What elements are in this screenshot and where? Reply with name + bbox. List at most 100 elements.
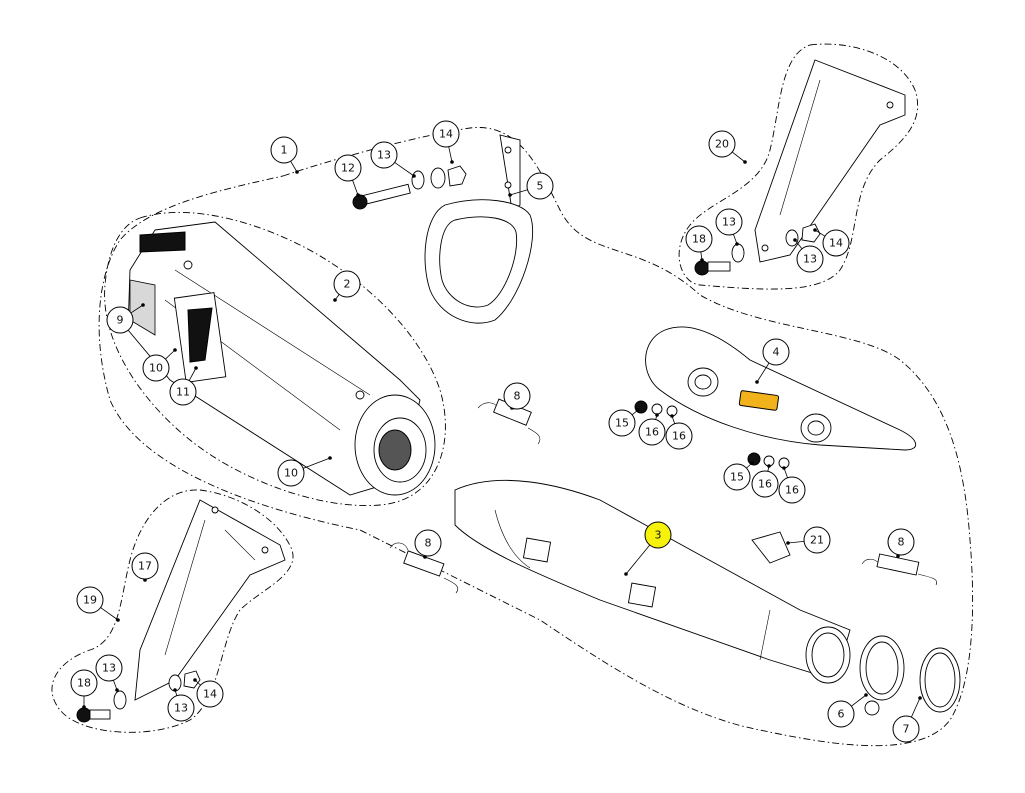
leader-dot-7 [918, 696, 922, 700]
leader-dot-10 [173, 348, 177, 352]
leader-line-7 [910, 697, 921, 718]
callout-number: 5 [537, 180, 544, 193]
callout-number: 13 [102, 662, 116, 675]
callout-number: 8 [898, 536, 905, 549]
callout-circle [638, 418, 666, 446]
callout-circle [142, 354, 170, 382]
clamp-7 [919, 647, 961, 713]
callout-number: 16 [785, 484, 799, 497]
link-pipe [454, 480, 851, 684]
callout-circle [196, 680, 224, 708]
callout-20: 20 [708, 130, 736, 158]
callout-number: 4 [773, 346, 780, 359]
leader-dot-1 [295, 170, 299, 174]
callout-8: 8 [414, 529, 442, 557]
callout-number: 14 [439, 128, 453, 141]
callout-number: 10 [284, 467, 298, 480]
leader-line-21 [787, 540, 805, 544]
callout-4: 4 [762, 338, 790, 366]
callout-circle [333, 270, 361, 298]
leader-dot-13 [173, 688, 177, 692]
callout-circle [892, 715, 920, 743]
callout-number: 10 [149, 362, 163, 375]
leader-dot-16 [767, 464, 771, 468]
leader-dot-6 [864, 693, 868, 697]
callout-number: 19 [83, 594, 97, 607]
callout-circle [131, 552, 159, 580]
callout-number: 9 [117, 314, 124, 327]
leader-line-3 [625, 544, 651, 575]
callout-circle [665, 422, 693, 450]
leader-dot-16 [670, 414, 674, 418]
callout-13: 13 [167, 694, 195, 722]
leader-line-10 [302, 457, 331, 469]
callout-12: 12 [334, 154, 362, 182]
leader-line-6 [851, 694, 867, 707]
leader-dot-13 [735, 242, 739, 246]
leader-dot-18 [700, 258, 704, 262]
callout-number: 1 [281, 144, 288, 157]
leader-dot-21 [786, 541, 790, 545]
callout-number: 18 [77, 677, 91, 690]
callout-18: 18 [685, 225, 713, 253]
clamp-6 [859, 635, 905, 716]
callout-circle [334, 154, 362, 182]
leader-line-14 [448, 146, 453, 163]
callout-8: 8 [887, 528, 915, 556]
leader-dot-10 [328, 456, 332, 460]
callout-13: 13 [95, 654, 123, 682]
leader-dot-16 [655, 413, 659, 417]
leader-dot-13 [115, 688, 119, 692]
leader-line-10 [165, 349, 176, 360]
callout-16: 16 [778, 476, 806, 504]
leader-dot-14 [813, 228, 817, 232]
callout-circle [608, 409, 636, 437]
callout-circle [644, 521, 672, 549]
leader-dot-14 [193, 678, 197, 682]
leader-line-4 [756, 362, 770, 383]
bracket-left [134, 499, 286, 701]
callout-number: 16 [672, 430, 686, 443]
callout-13: 13 [715, 208, 743, 236]
callout-number: 13 [377, 149, 391, 162]
callout-8: 8 [503, 382, 531, 410]
leader-dot-16 [782, 466, 786, 470]
leader-line-11 [188, 367, 197, 381]
callout-number: 20 [715, 138, 729, 151]
callout-21: 21 [803, 526, 831, 554]
clip [751, 531, 791, 564]
callout-circle [685, 225, 713, 253]
callout-circle [277, 459, 305, 487]
leader-dot-3 [624, 572, 628, 576]
heat-shield [645, 326, 917, 451]
callout-number: 3 [655, 529, 662, 542]
bolt-assembly-top [352, 165, 467, 210]
callout-number: 17 [138, 560, 152, 573]
callout-6: 6 [827, 700, 855, 728]
callout-number: 14 [829, 237, 843, 250]
callout-circle [526, 172, 554, 200]
leader-dot-15 [750, 461, 754, 465]
callout-number: 21 [810, 534, 824, 547]
leader-dot-13 [412, 174, 416, 178]
callout-circle [70, 669, 98, 697]
callout-3: 3 [644, 521, 672, 549]
callout-10: 10 [142, 354, 170, 382]
leader-line-1 [290, 160, 298, 173]
callout-9: 9 [106, 306, 134, 334]
callout-circle [106, 306, 134, 334]
leader-line-12 [352, 180, 359, 196]
callout-circle [887, 528, 915, 556]
callout-circle [503, 382, 531, 410]
leader-dot-15 [636, 408, 640, 412]
outlet-mesh [378, 429, 412, 471]
callout-17: 17 [131, 552, 159, 580]
spring-mid-left [389, 542, 459, 594]
callout-circle [803, 526, 831, 554]
callout-16: 16 [751, 470, 779, 498]
callout-circle [432, 120, 460, 148]
group-outline-main [98, 127, 974, 747]
callout-14: 14 [432, 120, 460, 148]
callout-number: 8 [514, 390, 521, 403]
callout-number: 16 [758, 478, 772, 491]
